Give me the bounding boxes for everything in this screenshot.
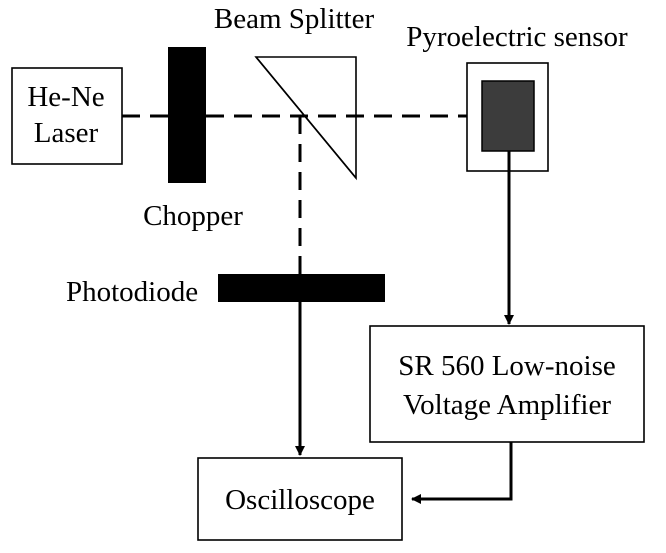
chopper-label: Chopper <box>143 200 243 232</box>
oscilloscope-box: Oscilloscope <box>197 457 403 541</box>
amplifier-to-oscilloscope-line <box>411 442 513 504</box>
oscilloscope-label: Oscilloscope <box>225 484 375 516</box>
beam-splitter-diagonal <box>255 56 357 179</box>
photodiode-label: Photodiode <box>66 276 198 308</box>
chopper <box>168 47 206 183</box>
photodiode <box>218 274 385 302</box>
beam-splitter-label: Beam Splitter <box>214 3 375 35</box>
amplifier-label-line2: Voltage Amplifier <box>403 389 611 421</box>
pyro-sensor-label: Pyroelectric sensor <box>406 21 628 53</box>
laser-label-line2: Laser <box>34 117 99 149</box>
laser-label-line1: He-Ne <box>27 81 104 113</box>
pyro-sensor-element <box>481 80 535 152</box>
amplifier-box: SR 560 Low-noise Voltage Amplifier <box>369 325 645 443</box>
laser-box: He-Ne Laser <box>11 67 123 165</box>
amplifier-label-line1: SR 560 Low-noise <box>398 350 616 382</box>
